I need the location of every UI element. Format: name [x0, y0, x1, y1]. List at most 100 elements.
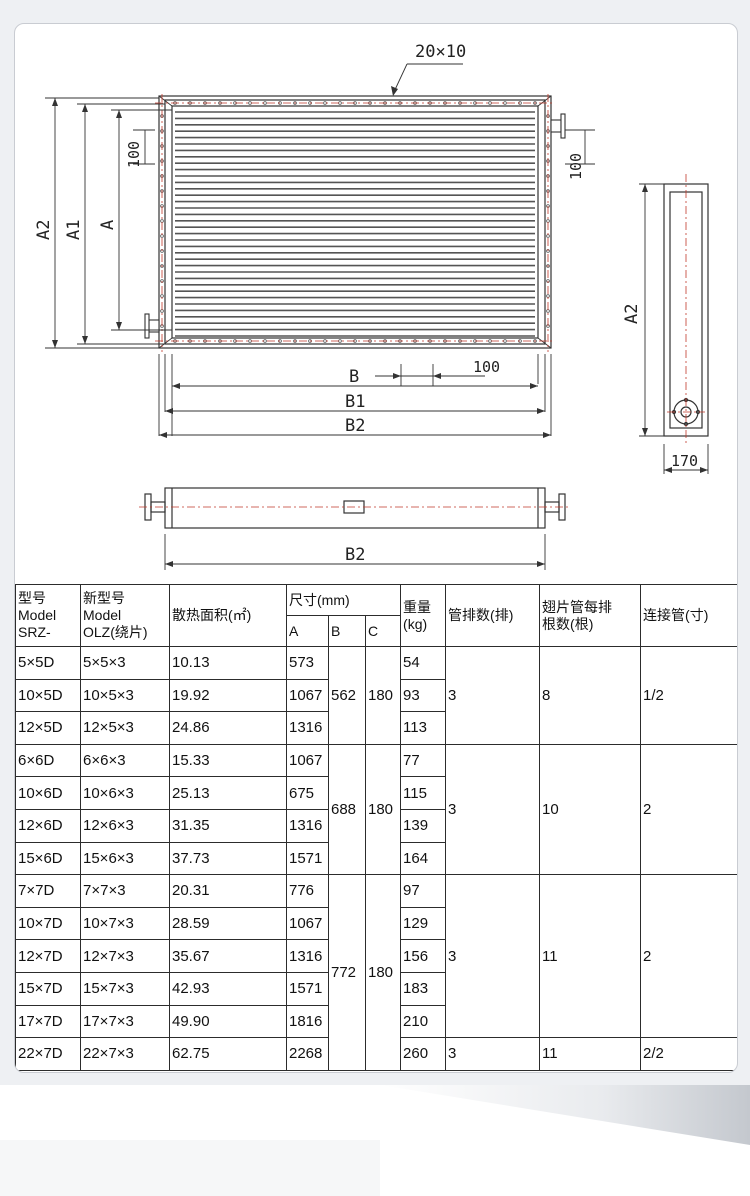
- cell-area: 62.75: [169, 1037, 287, 1071]
- cell-srz: 10×5D: [15, 678, 81, 713]
- cell-area: 20.31: [169, 874, 287, 908]
- cell-area: 28.59: [169, 906, 287, 941]
- cell-weight: 113: [400, 711, 447, 745]
- header-size: 尺寸(mm): [285, 584, 402, 616]
- cell-srz: 5×5D: [15, 646, 81, 680]
- cell-weight: 77: [400, 743, 447, 778]
- cell-area: 15.33: [169, 743, 287, 778]
- header-b: B: [328, 615, 366, 647]
- cell-weight: 156: [400, 939, 447, 973]
- cell-olz: 12×6×3: [80, 808, 170, 843]
- center-lines: [155, 94, 555, 352]
- cell-a: 2268: [286, 1037, 329, 1071]
- cell-a: 1316: [286, 711, 329, 745]
- cell-olz: 15×6×3: [80, 841, 170, 876]
- cell-a: 1816: [286, 1004, 329, 1039]
- dim-100-left-label: 100: [125, 141, 143, 168]
- dim-a1-label: A1: [64, 220, 84, 240]
- cell-olz: 15×7×3: [80, 971, 170, 1006]
- cell-olz: 12×7×3: [80, 939, 170, 973]
- cell-srz: 15×6D: [15, 841, 81, 876]
- dimension-lines: [45, 63, 595, 436]
- cell-olz: 17×7×3: [80, 1004, 170, 1039]
- cell-srz: 17×7D: [15, 1004, 81, 1039]
- cell-tube-rows: 3: [445, 743, 541, 876]
- technical-drawing: 20×10 A2 A1 A 100 100 100 B B1 B2 A2 170…: [15, 24, 737, 584]
- cell-olz: 22×7×3: [80, 1037, 170, 1071]
- cell-srz: 12×5D: [15, 711, 81, 745]
- header-c: C: [364, 615, 402, 647]
- bottom-shade: [0, 1085, 750, 1196]
- cell-a: 1316: [286, 939, 329, 973]
- table-row: 5×5D 5×5×3 10.13 573 562 180 54 3 8 1/2: [15, 646, 737, 745]
- table-row: 7×7D 7×7×3 20.31 776 772 180 97 3 11 2: [15, 874, 737, 1071]
- cell-srz: 22×7D: [15, 1037, 81, 1071]
- dim-b-label: B: [349, 367, 359, 387]
- table-row: 6×6D 6×6×3 15.33 1067 688 180 77 3 10 2: [15, 743, 737, 876]
- dim-170-label: 170: [671, 452, 698, 470]
- cell-olz: 10×7×3: [80, 906, 170, 941]
- cell-c: 180: [364, 646, 402, 745]
- cell-c: 180: [364, 874, 402, 1071]
- cell-srz: 10×6D: [15, 776, 81, 810]
- cell-olz: 5×5×3: [80, 646, 170, 680]
- cell-area: 37.73: [169, 841, 287, 876]
- cell-area: 49.90: [169, 1004, 287, 1039]
- cell-a: 675: [286, 776, 329, 810]
- dim-100-right-label: 100: [567, 153, 585, 180]
- table-row: 10×6D 10×6×3 25.13 675 115: [15, 776, 738, 810]
- cell-area: 10.13: [169, 646, 287, 680]
- table-row: 10×7D 10×7×3 28.59 1067 129: [15, 906, 738, 941]
- cell-area: 24.86: [169, 711, 287, 745]
- cell-tube-rows: 3: [445, 646, 541, 745]
- header-tube-rows: 管排数(排): [445, 584, 541, 647]
- cell-weight: 210: [400, 1004, 447, 1039]
- cell-weight: 183: [400, 971, 447, 1006]
- cell-fin-tubes: 11: [539, 874, 642, 1039]
- cell-weight: 93: [400, 678, 447, 713]
- cell-olz: 6×6×3: [80, 743, 170, 778]
- cell-b: 772: [328, 874, 366, 1071]
- cell-connect: 2: [640, 743, 737, 876]
- cell-connect: 1/2: [640, 646, 737, 745]
- cell-b: 562: [328, 646, 366, 745]
- header-fin-tubes: 翅片管每排根数(根): [539, 584, 642, 647]
- cell-weight: 139: [400, 808, 447, 843]
- header-connect: 连接管(寸): [640, 584, 737, 647]
- cell-srz: 12×7D: [15, 939, 81, 973]
- cell-weight: 260: [400, 1037, 447, 1071]
- cell-a: 1571: [286, 841, 329, 876]
- spec-card: 20×10 A2 A1 A 100 100 100 B B1 B2 A2 170…: [14, 23, 738, 1073]
- cell-area: 35.67: [169, 939, 287, 973]
- cell-a: 573: [286, 646, 329, 680]
- cell-a: 1316: [286, 808, 329, 843]
- cell-a: 1067: [286, 906, 329, 941]
- cell-tube-rows: 3: [445, 1037, 541, 1071]
- header-area: 散热面积(㎡): [169, 584, 287, 647]
- dim-b1-label: B1: [345, 392, 365, 412]
- table-row: 17×7D 17×7×3 49.90 1816 210: [15, 1004, 738, 1039]
- cell-area: 31.35: [169, 808, 287, 843]
- dim-top-label: 20×10: [415, 42, 466, 62]
- cell-area: 19.92: [169, 678, 287, 713]
- cell-weight: 97: [400, 874, 447, 908]
- cell-fin-tubes: 10: [539, 743, 642, 876]
- cell-a: 776: [286, 874, 329, 908]
- table-row: 12×6D 12×6×3 31.35 1316 139: [15, 808, 738, 843]
- cell-c: 180: [364, 743, 402, 876]
- bolt-holes: [160, 101, 550, 343]
- table-row: 10×5D 10×5×3 19.92 1067 93: [15, 678, 738, 713]
- cell-weight: 115: [400, 776, 447, 810]
- cell-fin-tubes: 8: [539, 646, 642, 745]
- cell-fin-tubes: 11: [539, 1037, 642, 1071]
- cell-olz: 7×7×3: [80, 874, 170, 908]
- cell-olz: 12×5×3: [80, 711, 170, 745]
- dim-a-label: A: [98, 220, 118, 230]
- cell-srz: 15×7D: [15, 971, 81, 1006]
- cell-srz: 12×6D: [15, 808, 81, 843]
- cell-srz: 7×7D: [15, 874, 81, 908]
- cell-olz: 10×6×3: [80, 776, 170, 810]
